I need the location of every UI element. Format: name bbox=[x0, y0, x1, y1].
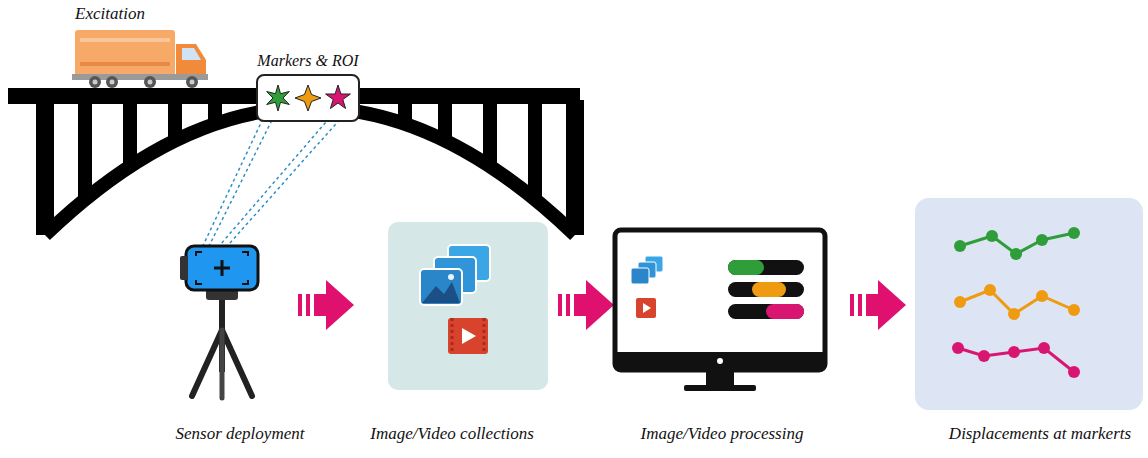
flow-arrow bbox=[558, 280, 614, 330]
camera-tripod bbox=[180, 246, 258, 398]
flow-arrow bbox=[850, 280, 906, 330]
stage-caption: Displacements at markerts bbox=[949, 424, 1131, 444]
roi-heading: Markers & ROI bbox=[256, 52, 360, 70]
roi-box: Markers & ROI bbox=[256, 52, 360, 122]
truck bbox=[72, 30, 208, 88]
image-panel bbox=[388, 222, 548, 390]
marker-stars bbox=[258, 76, 358, 120]
stage-caption: Image/Video collections bbox=[370, 424, 534, 444]
stage-caption: Sensor deployment bbox=[176, 424, 305, 444]
roi-frame bbox=[256, 74, 360, 122]
flow-arrow bbox=[298, 280, 354, 330]
sight-lines bbox=[200, 108, 350, 252]
excitation-label: Excitation bbox=[75, 4, 145, 24]
computer-monitor bbox=[615, 230, 825, 391]
displacement-panel bbox=[915, 198, 1143, 410]
stage-caption: Image/Video processing bbox=[641, 424, 804, 444]
